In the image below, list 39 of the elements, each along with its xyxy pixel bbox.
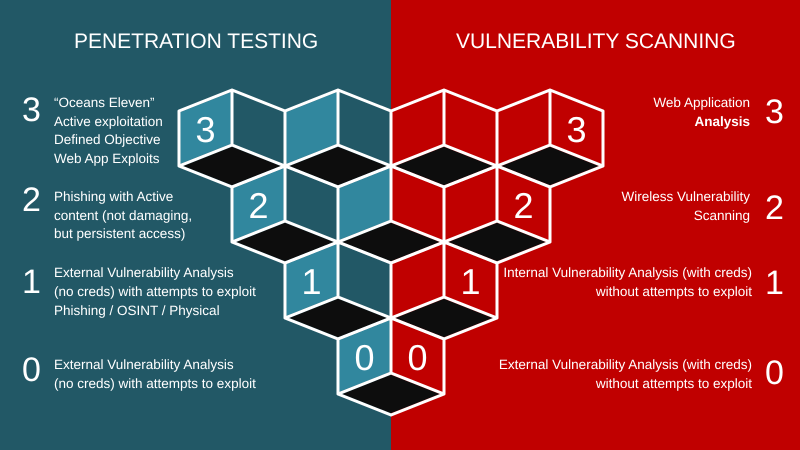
level-description: External Vulnerability Analysis (no creds) with attempts to exploit <box>54 264 257 301</box>
level-description: Phishing / OSINT / Physical <box>54 302 220 320</box>
cube <box>336 164 446 265</box>
level-description: Web Application Analysis <box>652 94 750 131</box>
cube <box>495 88 605 189</box>
level-description: Wireless Vulnerability Scanning <box>620 188 750 225</box>
panel-heading: PENETRATION TESTING <box>74 29 318 55</box>
cube <box>336 316 446 417</box>
panel <box>391 0 800 450</box>
cube-number: 3 <box>566 109 587 150</box>
cube-number: 3 <box>195 109 216 150</box>
cube <box>389 240 499 341</box>
cube-number: 1 <box>460 261 481 302</box>
cube-number: 2 <box>513 185 534 226</box>
level-description: Web App Exploits <box>54 150 160 168</box>
level-description: External Vulnerability Analysis (no creds) with attempts to exploit <box>54 356 257 393</box>
level-number: 1 <box>22 265 41 299</box>
level-number: 0 <box>765 356 784 390</box>
cube <box>177 88 287 189</box>
cube <box>442 164 552 265</box>
level-description: Phishing with Active content (not damaging, but persistent access) <box>54 188 194 243</box>
level-number: 1 <box>765 266 784 300</box>
level-description: Defined Objective <box>54 131 161 149</box>
level-number: 2 <box>22 183 41 217</box>
level-description: Active exploitation <box>54 112 163 131</box>
level-number: 2 <box>765 191 784 225</box>
level-number: 0 <box>22 353 41 387</box>
cube-number: 0 <box>407 337 428 378</box>
cube-number: 1 <box>301 261 322 302</box>
level-description: “Oceans Eleven” <box>54 94 155 112</box>
level-description: Internal Vulnerability Analysis (with creds) without attempts to exploit <box>502 264 752 301</box>
level-number: 3 <box>22 93 41 127</box>
cube-number: 0 <box>354 337 375 378</box>
panel <box>0 0 391 450</box>
panel-heading: VULNERABILITY SCANNING <box>456 29 736 55</box>
level-description: External Vulnerability Analysis (with creds) without attempts to exploit <box>498 356 752 393</box>
cube <box>230 164 340 265</box>
level-number: 3 <box>765 95 784 129</box>
cube-number: 2 <box>248 185 269 226</box>
